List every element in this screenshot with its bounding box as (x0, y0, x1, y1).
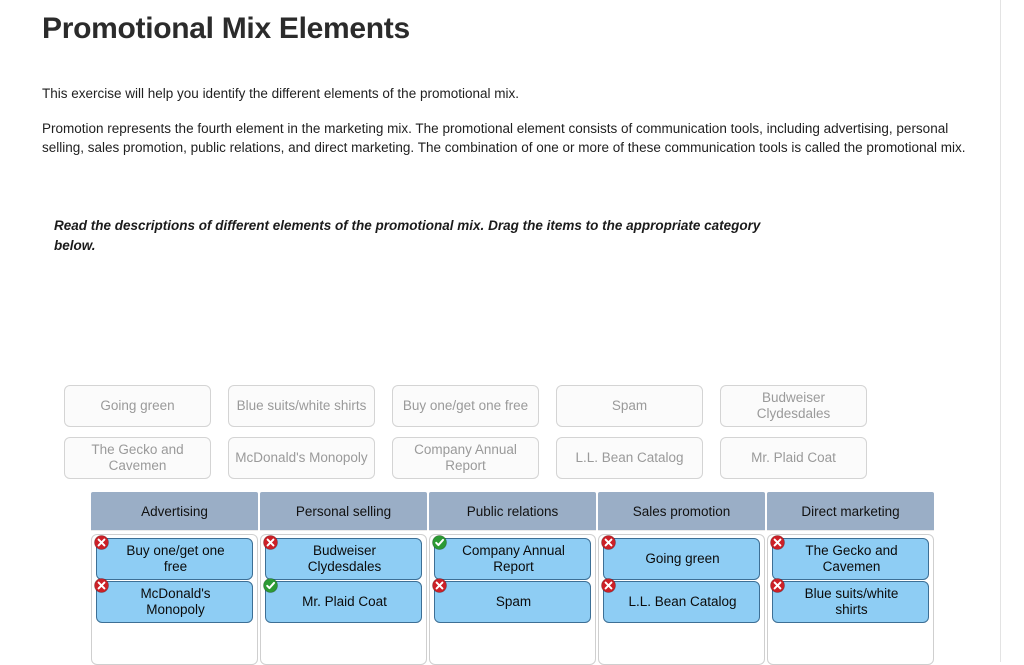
pool-item[interactable]: Buy one/get one free (392, 385, 539, 427)
placed-item-label: McDonald's Monopoly (140, 586, 211, 617)
placed-item[interactable]: Budweiser Clydesdales (263, 535, 422, 580)
placed-item[interactable]: Company Annual Report (432, 535, 591, 580)
placed-item-label: Going green (645, 551, 720, 567)
x-circle-icon (432, 578, 447, 593)
x-circle-icon (601, 535, 616, 550)
pool-item[interactable]: McDonald's Monopoly (228, 437, 375, 479)
placed-item[interactable]: McDonald's Monopoly (94, 578, 253, 623)
page-title: Promotional Mix Elements (42, 12, 410, 45)
pool-item[interactable]: Spam (556, 385, 703, 427)
placed-item-label: Company Annual Report (462, 543, 565, 574)
check-circle-icon (263, 578, 278, 593)
placed-item[interactable]: Blue suits/white shirts (770, 578, 929, 623)
item-pool: Going green Blue suits/white shirts Buy on… (64, 385, 924, 489)
placed-item-label: Buy one/get one free (126, 543, 225, 574)
pool-item[interactable]: Going green (64, 385, 211, 427)
page-canvas: Promotional Mix Elements This exercise w… (42, 0, 1001, 665)
placed-item[interactable]: L.L. Bean Catalog (601, 578, 760, 623)
pool-item[interactable]: L.L. Bean Catalog (556, 437, 703, 479)
x-circle-icon (263, 535, 278, 550)
x-circle-icon (601, 578, 616, 593)
pool-item[interactable]: Company Annual Report (392, 437, 539, 479)
x-circle-icon (94, 535, 109, 550)
intro-paragraph-2: Promotion represents the fourth element … (42, 121, 966, 156)
x-circle-icon (94, 578, 109, 593)
intro-paragraph-1: This exercise will help you identify the… (42, 86, 519, 101)
category-header-public-relations: Public relations (429, 492, 596, 530)
x-circle-icon (770, 535, 785, 550)
category-header-sales-promotion: Sales promotion (598, 492, 765, 530)
placed-item[interactable]: Buy one/get one free (94, 535, 253, 580)
placed-item[interactable]: Spam (432, 578, 591, 623)
placed-item[interactable]: Mr. Plaid Coat (263, 578, 422, 623)
check-circle-icon (432, 535, 447, 550)
placed-item-label: Mr. Plaid Coat (302, 594, 387, 610)
pool-item[interactable]: Budweiser Clydesdales (720, 385, 867, 427)
page-content: Promotional Mix Elements This exercise w… (42, 0, 992, 665)
pool-item[interactable]: Blue suits/white shirts (228, 385, 375, 427)
category-header-advertising: Advertising (91, 492, 258, 530)
category-header-personal-selling: Personal selling (260, 492, 427, 530)
x-circle-icon (770, 578, 785, 593)
placed-item-label: L.L. Bean Catalog (628, 594, 737, 610)
drag-instruction: Read the descriptions of different eleme… (54, 218, 761, 253)
title-row: Promotional Mix Elements (42, 10, 992, 68)
placed-item[interactable]: Going green (601, 535, 760, 580)
placed-item-label: Spam (495, 594, 532, 610)
pool-row: The Gecko and Cavemen McDonald's Monopoly… (64, 437, 924, 479)
placed-item-label: Budweiser Clydesdales (307, 543, 382, 574)
placed-item-label: The Gecko and Cavemen (805, 543, 898, 574)
pool-item[interactable]: Mr. Plaid Coat (720, 437, 867, 479)
placed-item-label: Blue suits/white shirts (804, 586, 899, 617)
placed-item[interactable]: The Gecko and Cavemen (770, 535, 929, 580)
pool-row: Going green Blue suits/white shirts Buy on… (64, 385, 924, 427)
category-header-direct-marketing: Direct marketing (767, 492, 934, 530)
pool-item[interactable]: The Gecko and Cavemen (64, 437, 211, 479)
